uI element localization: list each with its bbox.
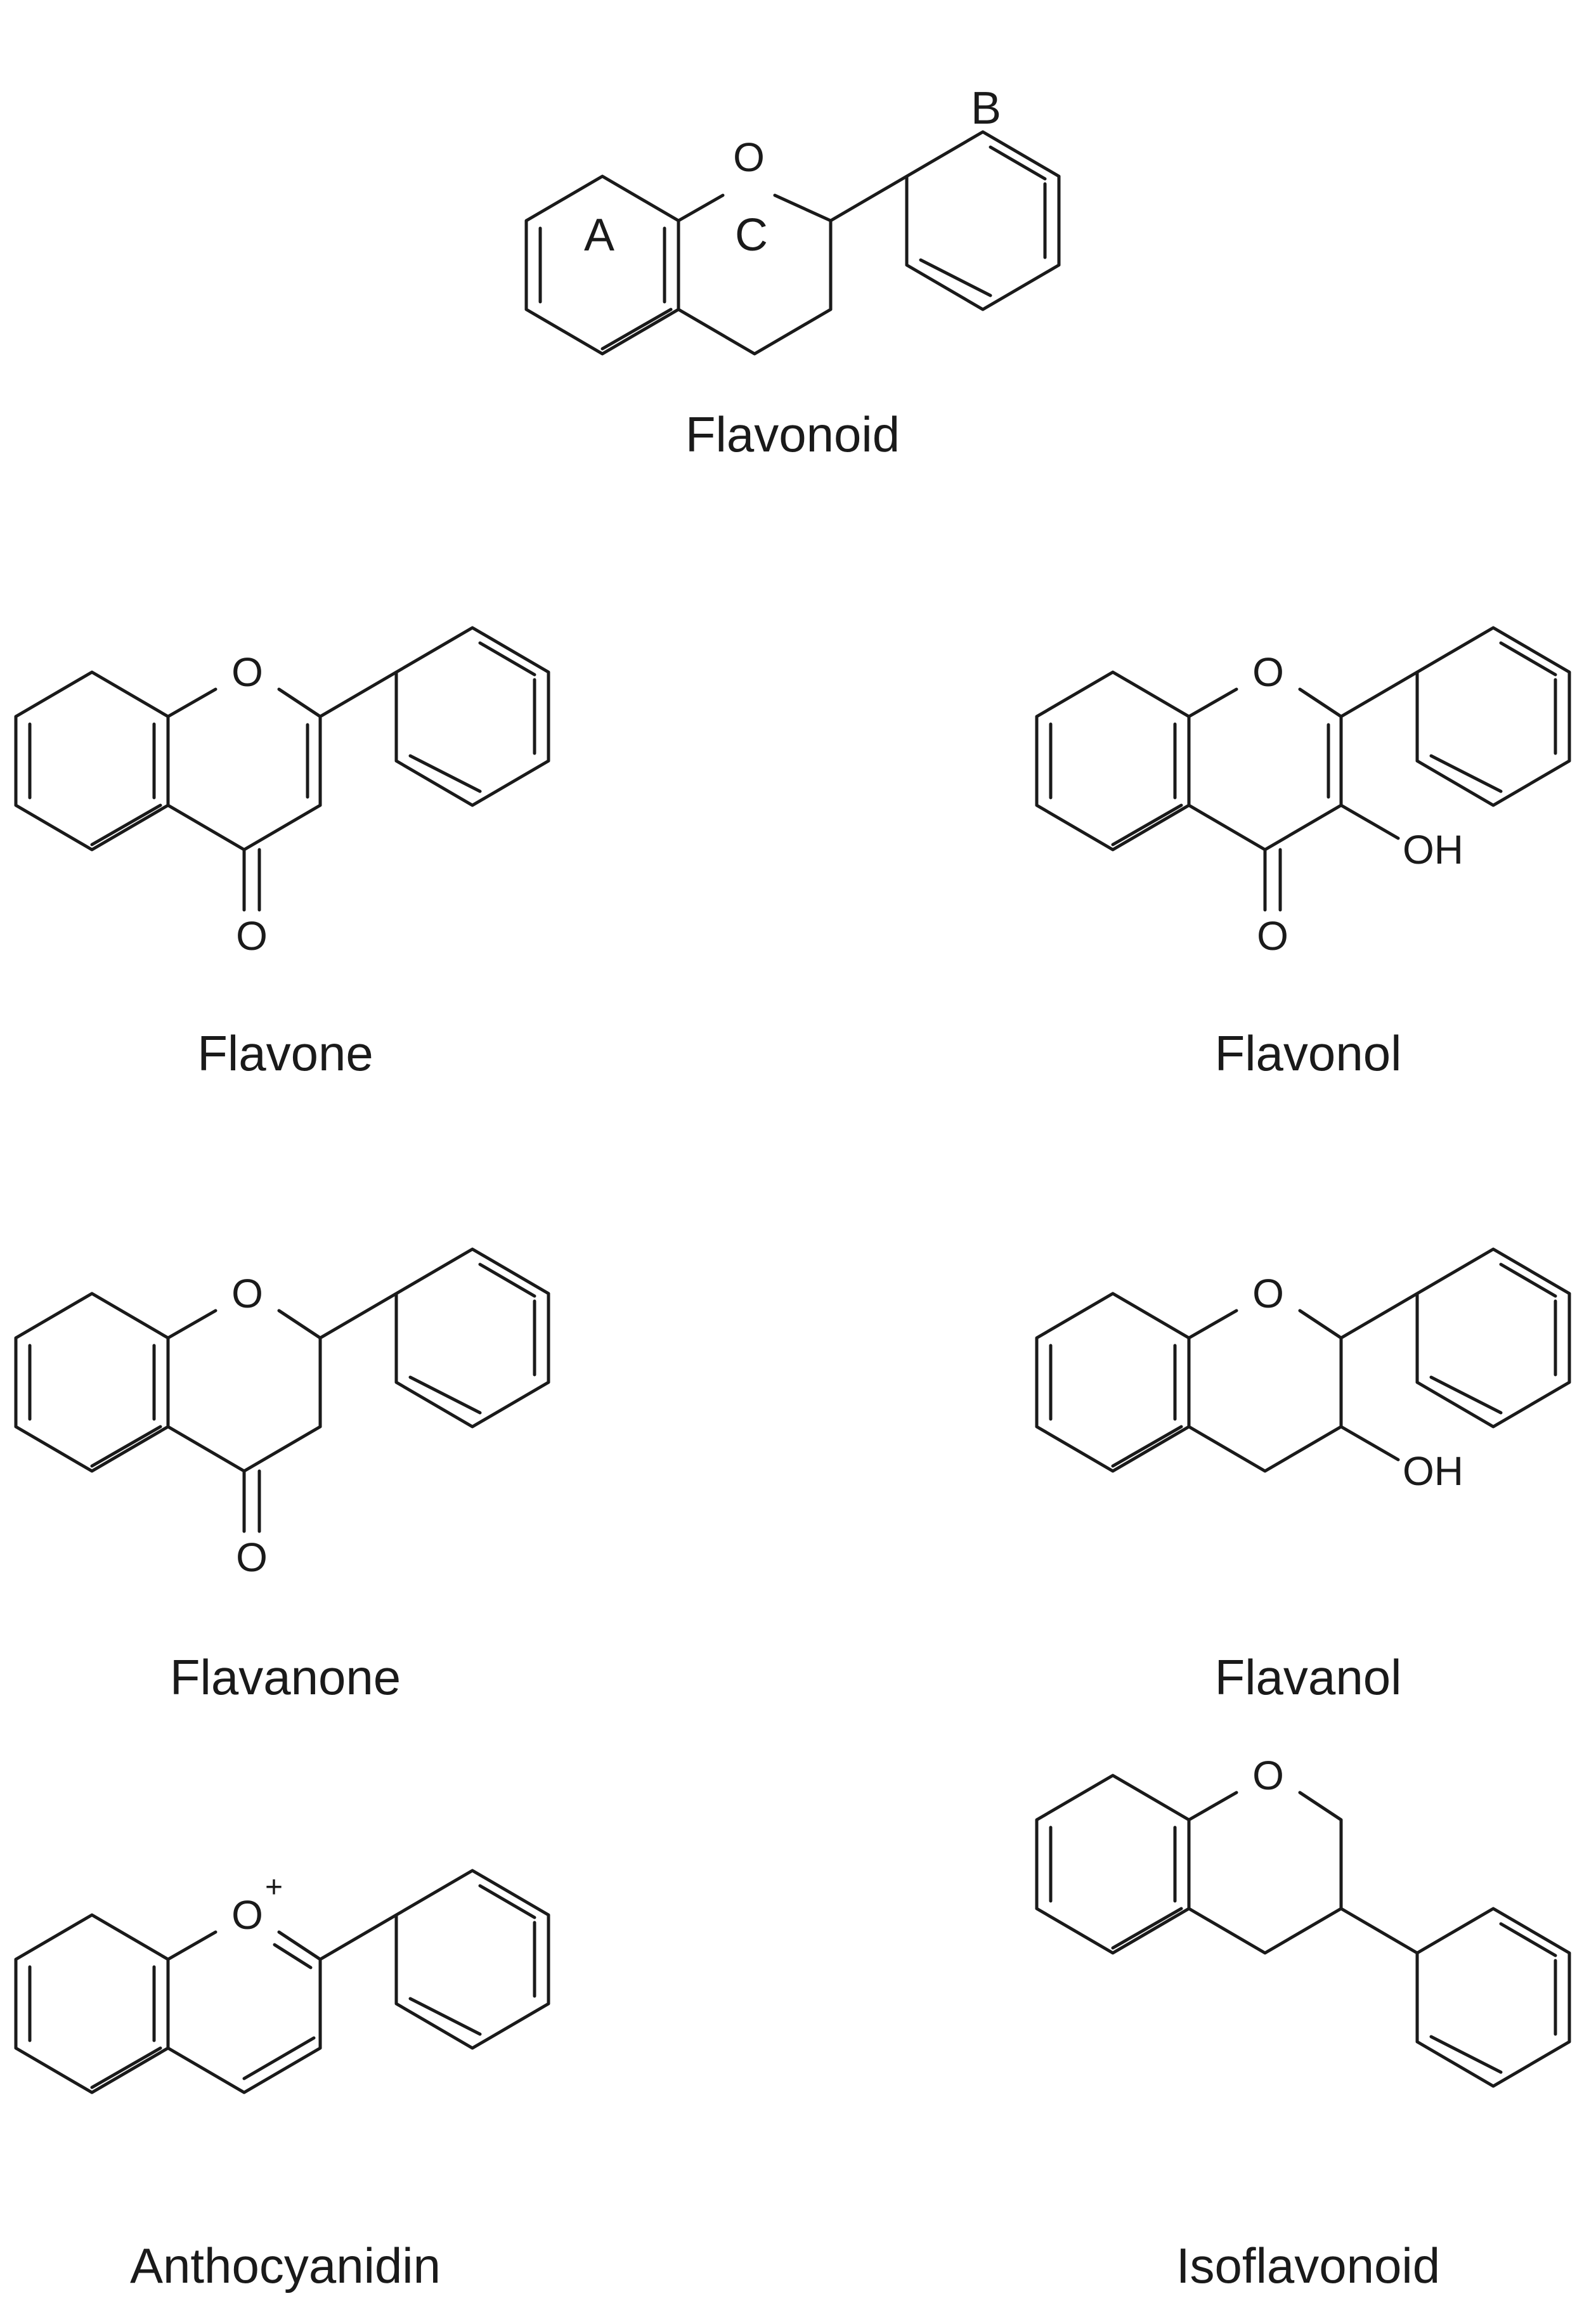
flavanone-bonds [14, 1247, 550, 1533]
flavone-bonds [14, 626, 550, 912]
flavonol-caption: Flavonol [1215, 1025, 1402, 1081]
anthocyanidin-bonds [14, 1869, 550, 2094]
flavanol-ring-oxygen: O [1252, 1271, 1284, 1316]
flavonoid-ring-a-label: A [584, 210, 614, 261]
flavanone-caption: Flavanone [170, 1649, 401, 1705]
structure-flavanol: O OH Flavanol [1035, 1247, 1571, 1705]
isoflavonoid-ring-oxygen: O [1252, 1753, 1284, 1798]
flavonol-bonds [1035, 626, 1571, 912]
flavonol-carbonyl-oxygen: O [1257, 913, 1288, 959]
flavone-caption: Flavone [197, 1025, 373, 1081]
flavanol-hydroxyl: OH [1403, 1448, 1463, 1494]
flavanone-carbonyl-oxygen: O [236, 1534, 268, 1580]
flavanol-bonds [1035, 1247, 1571, 1473]
flavonol-hydroxyl: OH [1403, 827, 1463, 873]
flavonoid-oxygen: O [733, 134, 765, 180]
structure-flavone: O O Flavone [14, 626, 550, 1081]
structure-flavonoid: O A C B Flavonoid [524, 83, 1061, 462]
flavonol-ring-oxygen: O [1252, 649, 1284, 695]
structure-anthocyanidin: O + Anthocyanidin [14, 1869, 550, 2293]
flavonoid-ring-c-label: C [735, 210, 768, 261]
flavonoid-ring-b-label: B [971, 83, 1001, 134]
structure-flavonol: O O OH Flavonol [1035, 626, 1571, 1081]
flavone-ring-oxygen: O [231, 649, 263, 695]
anthocyanidin-ring-oxygen: O [231, 1892, 263, 1938]
isoflavonoid-caption: Isoflavonoid [1176, 2238, 1440, 2293]
isoflavonoid-bonds [1035, 1774, 1571, 2088]
structure-flavanone: O O Flavanone [14, 1247, 550, 1705]
anthocyanidin-positive-charge: + [265, 1871, 283, 1904]
flavonoid-caption: Flavonoid [685, 406, 900, 462]
anthocyanidin-caption: Anthocyanidin [130, 2238, 441, 2293]
flavanol-caption: Flavanol [1215, 1649, 1402, 1705]
flavone-carbonyl-oxygen: O [236, 913, 268, 959]
flavonoid-bonds [524, 130, 1061, 356]
flavanone-ring-oxygen: O [231, 1271, 263, 1316]
structure-isoflavonoid: O Isoflavonoid [1035, 1753, 1571, 2293]
